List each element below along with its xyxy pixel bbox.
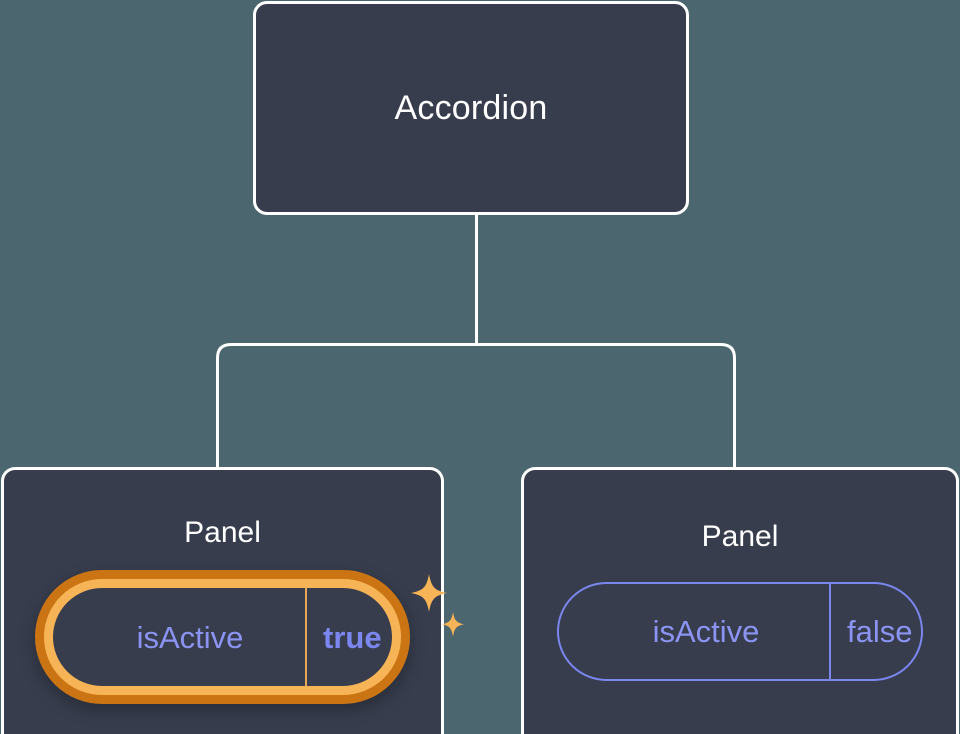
tree-node-panel-active[interactable]: Panel isActive true [1,467,464,734]
node-title: Accordion [394,89,548,127]
tree-node-panel-inactive[interactable]: Panel isActive false [521,467,959,734]
tree-node-accordion[interactable]: Accordion [253,1,689,215]
prop-value: false [829,584,944,679]
node-title: Panel [701,520,779,553]
sparkle-large-icon [411,574,447,612]
sparkle-small-icon [442,612,464,637]
prop-key: isActive [652,614,760,649]
prop-pill-active[interactable]: isActive true [44,579,401,695]
prop-pill[interactable]: isActive false [557,582,923,681]
sparkles-icon [411,574,464,637]
prop-pill-highlight-wrapper: isActive true [35,570,464,704]
prop-key: isActive [136,619,244,655]
prop-value: true [305,588,392,686]
node-title: Panel [184,516,261,549]
connector-branch-bar [216,343,736,468]
